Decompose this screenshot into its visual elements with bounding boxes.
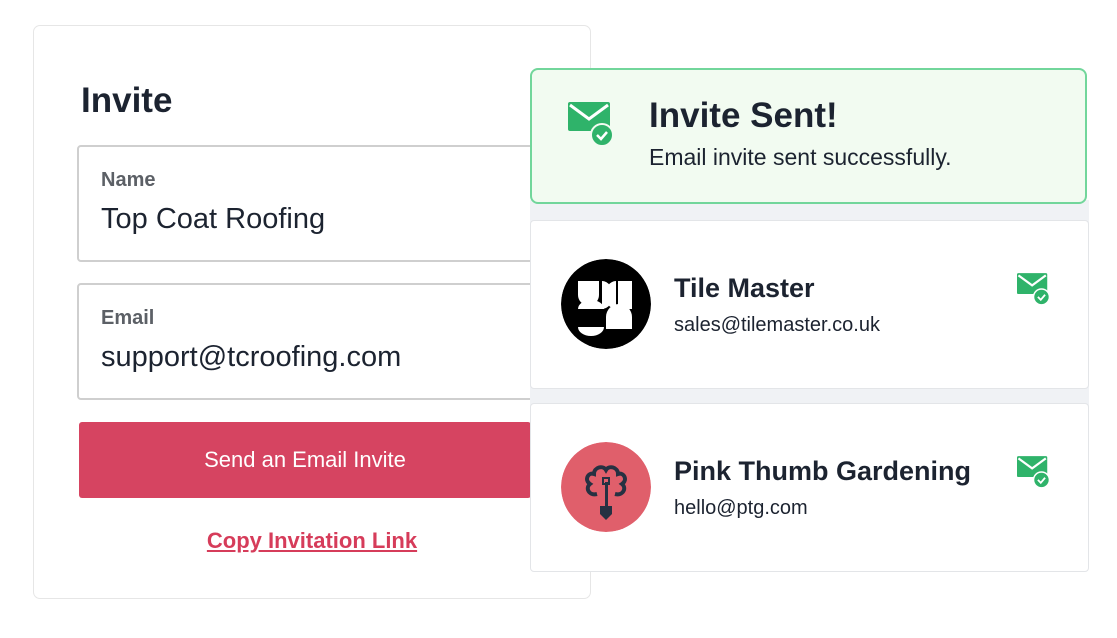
- contact-card[interactable]: Pink Thumb Gardening hello@ptg.com: [530, 403, 1089, 572]
- pink-thumb-logo: [561, 442, 651, 532]
- email-label: Email: [101, 307, 155, 329]
- toast-title: Invite Sent!: [649, 96, 838, 135]
- contact-card[interactable]: Tile Master sales@tilemaster.co.uk: [530, 220, 1089, 389]
- copy-link[interactable]: Copy Invitation Link: [206, 528, 418, 553]
- contact-name: Tile Master: [674, 273, 815, 303]
- name-field[interactable]: Name Top Coat Roofing: [77, 145, 548, 262]
- contact-email: hello@ptg.com: [674, 497, 808, 519]
- name-label: Name: [101, 169, 156, 191]
- name-input[interactable]: Top Coat Roofing: [101, 203, 326, 235]
- toast-message: Email invite sent successfully.: [649, 144, 952, 170]
- contact-name: Pink Thumb Gardening: [674, 456, 972, 486]
- invite-title: Invite: [81, 81, 173, 120]
- invite-card: Invite Name Top Coat Roofing Email suppo…: [33, 25, 591, 599]
- email-input[interactable]: support@tcroofing.com: [101, 341, 402, 373]
- mail-check-icon: [1017, 273, 1051, 306]
- tile-master-logo: [561, 259, 651, 349]
- mail-check-icon: [1017, 456, 1051, 489]
- mail-check-icon: [568, 102, 614, 147]
- contact-email: sales@tilemaster.co.uk: [674, 314, 880, 336]
- invite-sent-toast: Invite Sent! Email invite sent successfu…: [530, 68, 1087, 204]
- send-invite-button[interactable]: Send an Email Invite: [79, 422, 531, 498]
- email-field[interactable]: Email support@tcroofing.com: [77, 283, 548, 400]
